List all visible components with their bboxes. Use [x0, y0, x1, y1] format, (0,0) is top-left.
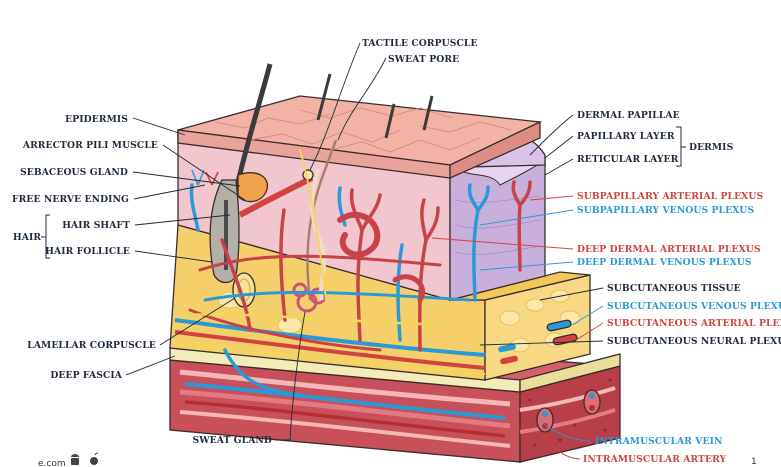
label-arrector-pili-muscle: ARRECTOR PILI MUSCLE	[22, 140, 158, 151]
label-sebaceous-gland: SEBACEOUS GLAND	[20, 167, 128, 178]
label-subcutaneous-tissue: SUBCUTANEOUS TISSUE	[607, 283, 741, 294]
label-hair: HAIR	[13, 232, 41, 243]
label-subpapillary-arterial-plexus: SUBPAPILLARY ARTERIAL PLEXUS	[577, 191, 764, 202]
label-free-nerve-ending: FREE NERVE ENDING	[12, 194, 129, 205]
dermis-bracket	[676, 126, 686, 167]
label-subcutaneous-venous-plexus: SUBCUTANEOUS VENOUS PLEXUS	[607, 301, 781, 312]
android-icon	[71, 454, 79, 465]
label-subpapillary-venous-plexus: SUBPAPILLARY VENOUS PLEXUS	[577, 205, 755, 216]
apple-icon	[90, 452, 99, 465]
vessels	[178, 149, 532, 397]
label-intramuscular-artery: INTRAMUSCULAR ARTERY	[583, 454, 727, 465]
label-papillary-layer: PAPILLARY LAYER	[577, 131, 675, 142]
label-dermal-papillae: DERMAL PAPILLAE	[577, 110, 680, 121]
label-deep-fascia: DEEP FASCIA	[50, 370, 122, 381]
label-dermis: DERMIS	[689, 142, 734, 153]
label-sweat-pore: SWEAT PORE	[388, 54, 459, 65]
leader-lines	[125, 42, 604, 460]
label-reticular-layer: RETICULAR LAYER	[577, 154, 679, 165]
hair-bracket	[41, 214, 50, 259]
label-epidermis: EPIDERMIS	[65, 114, 128, 125]
label-hair-shaft: HAIR SHAFT	[62, 220, 130, 231]
label-hair-follicle: HAIR FOLLICLE	[45, 246, 130, 257]
label-deep-dermal-venous-plexus: DEEP DERMAL VENOUS PLEXUS	[577, 257, 752, 268]
label-subcutaneous-neural-plexus: SUBCUTANEOUS NEURAL PLEXUS	[607, 336, 781, 347]
footer-left-text: e.com	[38, 459, 66, 467]
hair-structure	[209, 63, 434, 284]
label-tactile-corpuscle: TACTILE CORPUSCLE	[362, 38, 478, 49]
footer-right-text: 1	[751, 457, 757, 467]
label-subcutaneous-arterial-plexus: SUBCUTANEOUS ARTERIAL PLEXUS	[607, 318, 781, 329]
labels: TACTILE CORPUSCLE SWEAT PORE EPIDERMIS A…	[12, 38, 781, 465]
label-deep-dermal-arterial-plexus: DEEP DERMAL ARTERIAL PLEXUS	[577, 244, 761, 255]
label-sweat-gland: SWEAT GLAND	[192, 435, 272, 446]
label-lamellar-corpuscle: LAMELLAR CORPUSCLE	[27, 340, 156, 351]
label-intramuscular-vein: INTRAMUSCULAR VEIN	[595, 436, 723, 447]
